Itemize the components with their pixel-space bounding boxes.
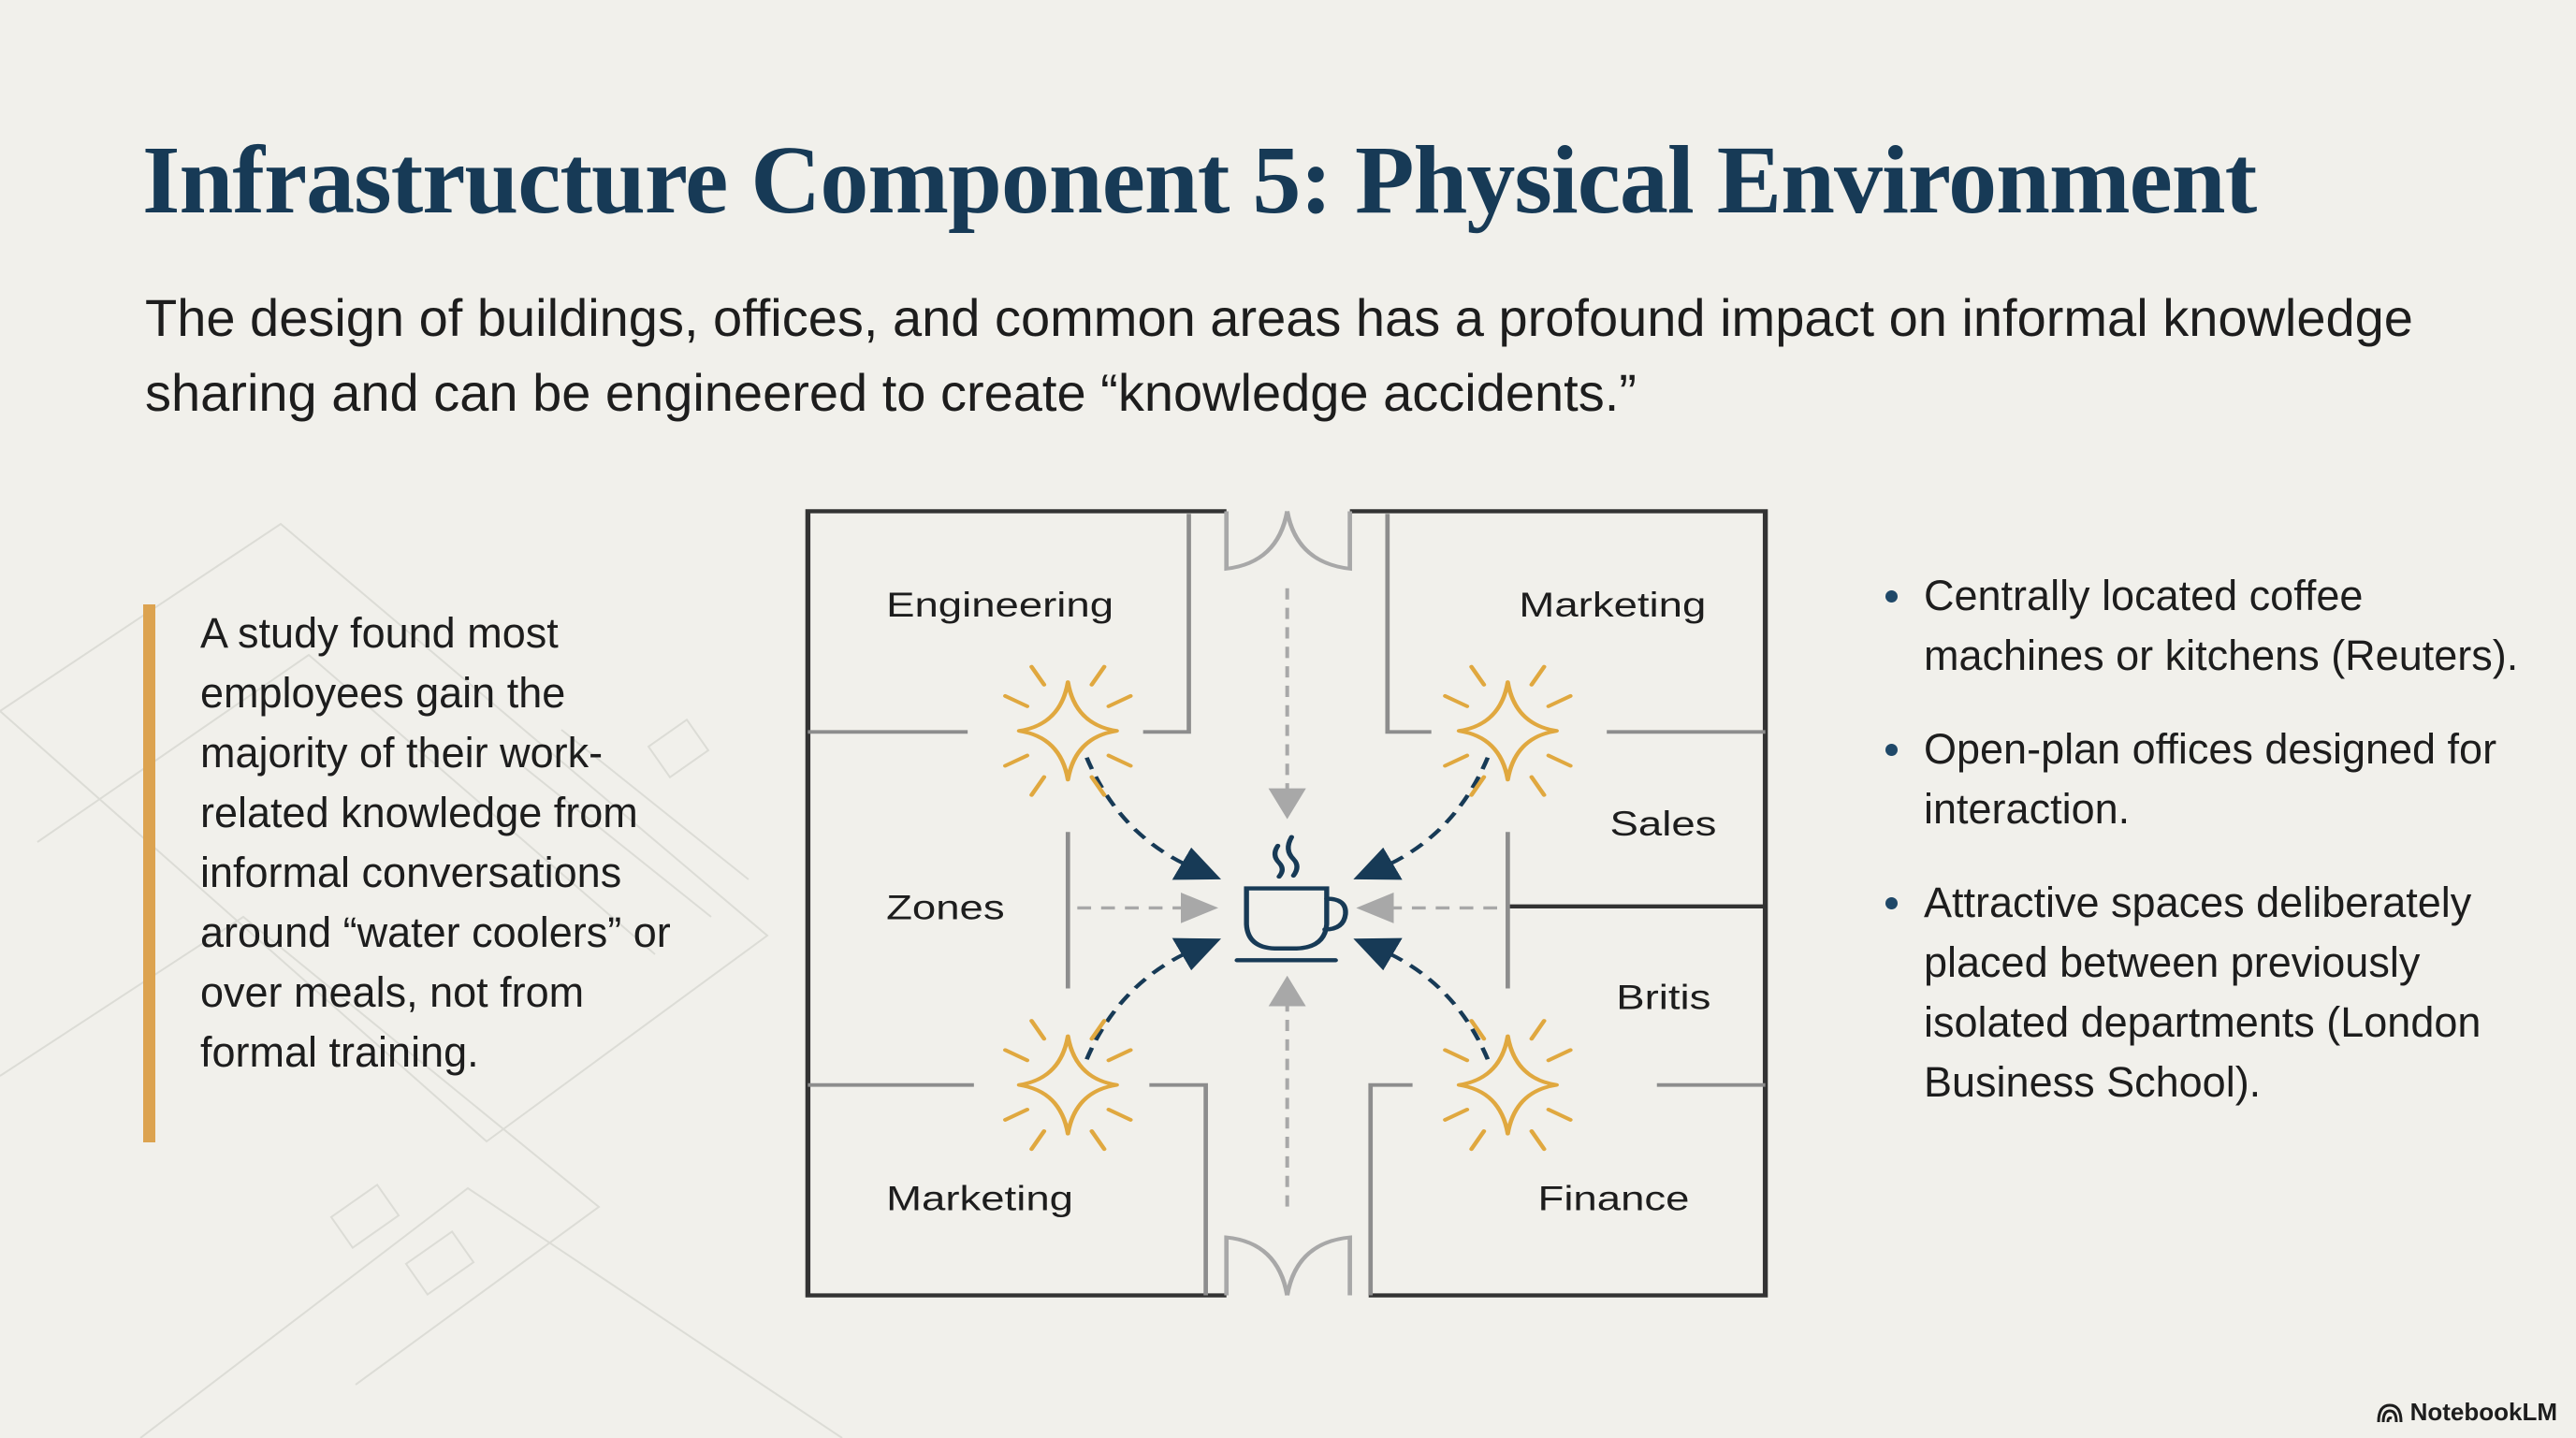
outer-walls	[805, 509, 1768, 1298]
sparkle-icon	[1445, 667, 1570, 795]
brand-label: NotebookLM	[2409, 1398, 2557, 1426]
floor-plan-diagram: Engineering Marketing Sales Zones Britis…	[805, 509, 1768, 1298]
bullet-dot-icon	[1885, 897, 1898, 909]
page-title: Infrastructure Component 5: Physical Env…	[142, 126, 2257, 234]
room-label-marketing-2: Marketing	[886, 1178, 1073, 1217]
notebooklm-logo-icon	[2377, 1402, 2403, 1422]
bullet-list: Centrally located coffee machines or kit…	[1881, 566, 2536, 1146]
accent-bar	[143, 604, 155, 1142]
bullet-dot-icon	[1885, 744, 1898, 756]
door-top	[1224, 511, 1352, 572]
bullet-item: Open-plan offices designed for interacti…	[1881, 719, 2536, 839]
bullet-text: Attractive spaces deliberately placed be…	[1924, 879, 2481, 1106]
room-label-finance: Finance	[1538, 1178, 1690, 1217]
notebooklm-watermark: NotebookLM	[2377, 1398, 2557, 1427]
interaction-arrows	[1084, 757, 1491, 1060]
sparkle-icon	[1005, 1021, 1130, 1149]
study-callout: A study found most employees gain the ma…	[200, 609, 671, 1076]
coffee-cup-icon	[1234, 835, 1348, 963]
room-label-zones: Zones	[886, 887, 1005, 926]
room-label-marketing: Marketing	[1519, 585, 1706, 624]
bullet-item: Attractive spaces deliberately placed be…	[1881, 873, 2536, 1112]
bullet-text: Centrally located coffee machines or kit…	[1924, 572, 2519, 679]
sparkle-icon	[1445, 1021, 1570, 1149]
subtitle: The design of buildings, offices, and co…	[145, 288, 2413, 422]
bullet-text: Open-plan offices designed for interacti…	[1924, 725, 2497, 833]
inner-walls	[808, 514, 1766, 1296]
bullet-dot-icon	[1885, 590, 1898, 603]
room-label-britis: Britis	[1616, 977, 1710, 1016]
room-label-sales: Sales	[1610, 804, 1717, 843]
sparkle-icon	[1005, 667, 1130, 795]
corridor-arrows	[1077, 588, 1497, 1207]
bullet-item: Centrally located coffee machines or kit…	[1881, 566, 2536, 686]
room-label-engineering: Engineering	[886, 585, 1113, 624]
door-bottom	[1224, 1235, 1352, 1296]
